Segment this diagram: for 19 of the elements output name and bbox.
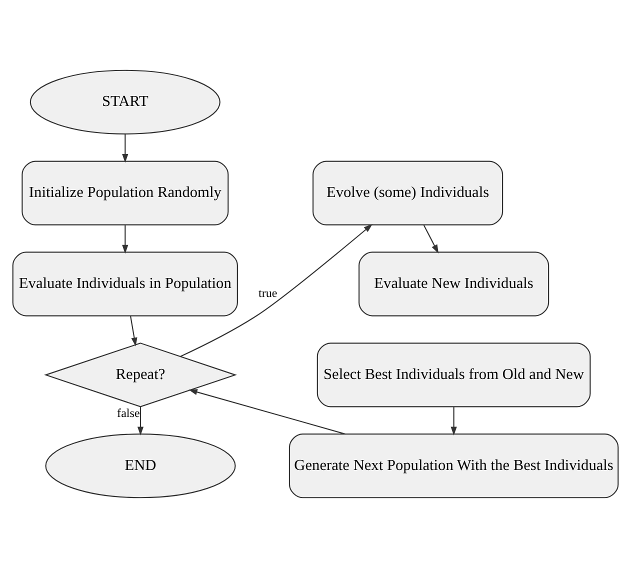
arrow [130,316,138,346]
node-box: Evolve (some) Individuals [312,160,504,226]
arrow [188,389,346,435]
arrow [450,407,457,436]
node-box: Generate Next Population With the Best Individuals [288,434,619,498]
node-box: Select Best Individuals from Old and New [316,342,591,408]
arrow [122,225,128,254]
node-box: Evaluate New Individuals [358,252,550,316]
node-box: Evaluate Individuals in Population [12,252,238,316]
arrow [180,224,373,357]
edge-label: false [117,406,140,420]
arrow [137,407,144,436]
arrow [423,224,439,254]
arrow [122,134,128,163]
node-box: Initialize Population Randomly [22,160,229,226]
edge-label: true [258,286,278,300]
node-ellipse: START [30,70,220,134]
node-diamond: Repeat? [44,342,237,408]
node-ellipse: END [45,434,236,498]
